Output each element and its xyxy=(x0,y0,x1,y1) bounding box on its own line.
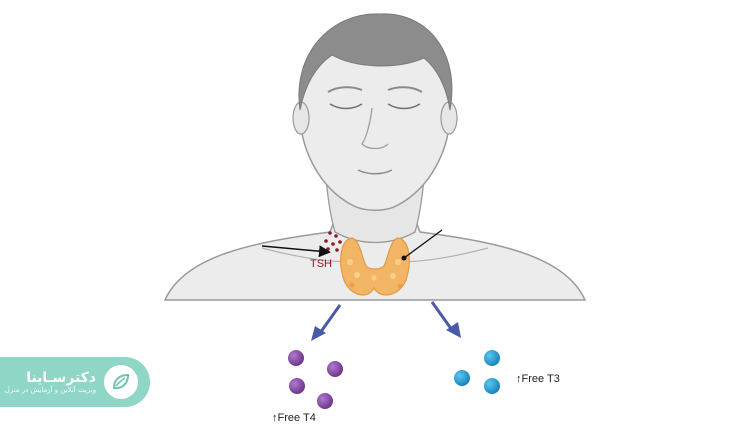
tsh-arrow xyxy=(261,245,331,258)
eye-right xyxy=(387,103,421,110)
brow-right xyxy=(387,86,423,93)
leaf-logo-icon xyxy=(104,365,138,399)
eye-left xyxy=(329,103,363,110)
free-t4-molecules xyxy=(288,350,343,409)
free-t4-label: ↑Free T4 xyxy=(272,412,316,424)
arrow-to-t3 xyxy=(430,301,461,338)
thyroid-pointer-line xyxy=(403,229,443,259)
brand-tagline: ویزیت آنلاین و آزمایش در منزل xyxy=(4,385,96,394)
mouth xyxy=(357,169,393,175)
brand-text: دکترسـاینا ویزیت آنلاین و آزمایش در منزل xyxy=(5,370,96,395)
brow-left xyxy=(327,86,363,93)
free-t3-label: ↑Free T3 xyxy=(516,373,560,385)
arrow-to-t4 xyxy=(311,304,342,341)
tsh-label: TSH xyxy=(310,258,332,270)
brand-badge[interactable]: دکترسـاینا ویزیت آنلاین و آزمایش در منزل xyxy=(0,357,150,407)
brand-name: دکترسـاینا xyxy=(26,369,96,386)
nose xyxy=(361,107,389,150)
free-t3-molecules xyxy=(454,350,500,394)
hair xyxy=(298,13,453,111)
thyroid-gland xyxy=(340,237,410,296)
